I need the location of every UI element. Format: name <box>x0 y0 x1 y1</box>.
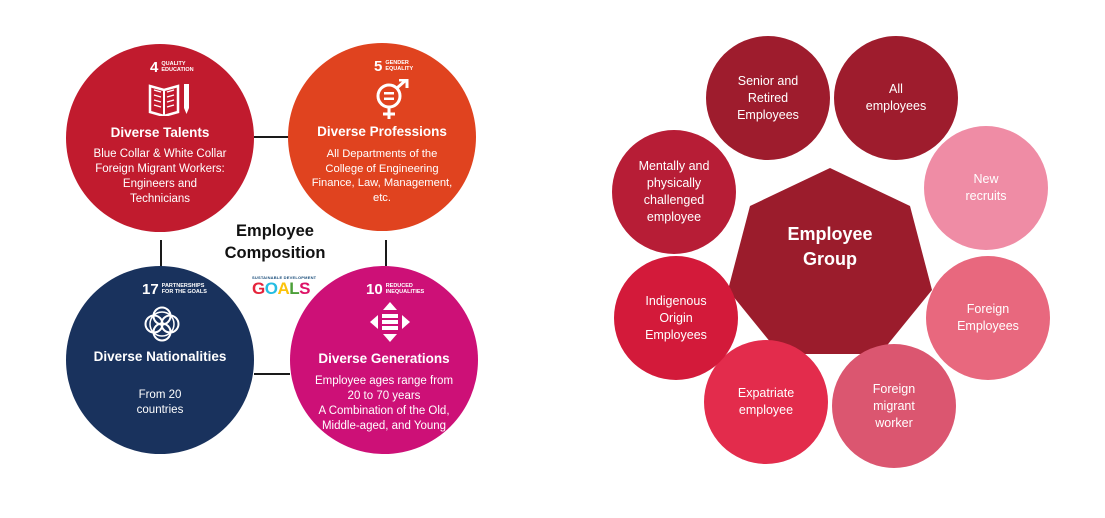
quadrant-title: Diverse Professions <box>317 124 447 139</box>
group-member-new-recruits: New recruits <box>924 126 1048 250</box>
connector-left <box>160 240 162 268</box>
member-label: Foreign migrant worker <box>872 381 916 430</box>
sdg-17-badge: 17 PARTNERSHIPS FOR THE GOALS <box>66 282 254 344</box>
quadrant-description: Employee ages range from 20 to 70 years … <box>314 375 454 432</box>
member-label: Foreign Employees <box>957 302 1019 333</box>
reduced-inequalities-icon <box>370 302 410 342</box>
employee-composition-label: Employee Composition <box>224 222 326 262</box>
member-label: New recruits <box>965 172 1007 203</box>
partnership-rings-icon <box>144 306 180 342</box>
gender-equality-icon <box>376 79 409 119</box>
quadrant-description: From 20 countries <box>136 389 184 416</box>
diverse-talents-circle: 4 QUALITY EDUCATION Diverse Talents Blue… <box>66 44 254 232</box>
connector-bottom <box>254 373 290 375</box>
member-label: Mentally and physically challenged emplo… <box>638 159 710 224</box>
group-member-foreign-employees: Foreign Employees <box>926 256 1050 380</box>
member-label: Senior and Retired Employees <box>737 73 799 122</box>
book-pencil-icon <box>148 84 189 116</box>
quadrant-description: All Departments of the College of Engine… <box>311 148 453 204</box>
quadrant-title: Diverse Generations <box>318 351 450 366</box>
group-member-all-employees: All employees <box>834 36 958 160</box>
group-member-foreign-migrant-worker: Foreign migrant worker <box>832 344 956 468</box>
sdg-number: 10 <box>366 281 383 298</box>
member-label: All employees <box>865 82 927 113</box>
member-label: Expatriate employee <box>737 386 795 417</box>
quadrant-title: Diverse Nationalities <box>93 349 227 364</box>
group-member-indigenous-origin: Indigenous Origin Employees <box>614 256 738 380</box>
sdg-number: 5 <box>374 58 383 75</box>
goals-subtitle: SUSTAINABLE DEVELOPMENT <box>252 275 317 280</box>
connector-right <box>385 240 387 266</box>
sdg-label: QUALITY EDUCATION <box>161 61 194 73</box>
sdg-4-badge: 4 QUALITY EDUCATION <box>66 60 254 122</box>
employee-group-heptagon <box>728 168 932 354</box>
sdg-label: GENDER EQUALITY <box>385 60 414 72</box>
goals-word: GOALS <box>252 279 310 298</box>
sdg-label: REDUCED INEQUALITIES <box>385 283 425 295</box>
connector-top <box>254 136 290 138</box>
quadrant-description: Blue Collar & White Collar Foreign Migra… <box>93 148 227 205</box>
sdg-10-badge: 10 REDUCED INEQUALITIES <box>290 282 478 344</box>
employee-group-label: Employee Group <box>787 224 873 269</box>
sdg-label: PARTNERSHIPS FOR THE GOALS <box>161 283 207 295</box>
sdg-number: 4 <box>150 59 159 76</box>
quadrant-title: Diverse Talents <box>110 125 210 140</box>
group-member-challenged: Mentally and physically challenged emplo… <box>612 130 736 254</box>
group-member-senior-retired: Senior and Retired Employees <box>706 36 830 160</box>
diverse-nationalities-circle: 17 PARTNERSHIPS FOR THE GOALS Diverse Na… <box>66 266 254 454</box>
sdg-number: 17 <box>142 281 159 298</box>
sdg-5-badge: 5 GENDER EQUALITY <box>288 59 476 121</box>
sdg-goals-logo: SUSTAINABLE DEVELOPMENT GOALS <box>252 275 317 299</box>
diverse-generations-circle: 10 REDUCED INEQUALITIES Diverse Generati… <box>290 266 478 454</box>
group-member-expatriate: Expatriate employee <box>704 340 828 464</box>
diverse-professions-circle: 5 GENDER EQUALITY Diverse Professions Al… <box>288 43 476 231</box>
member-label: Indigenous Origin Employees <box>645 293 707 342</box>
